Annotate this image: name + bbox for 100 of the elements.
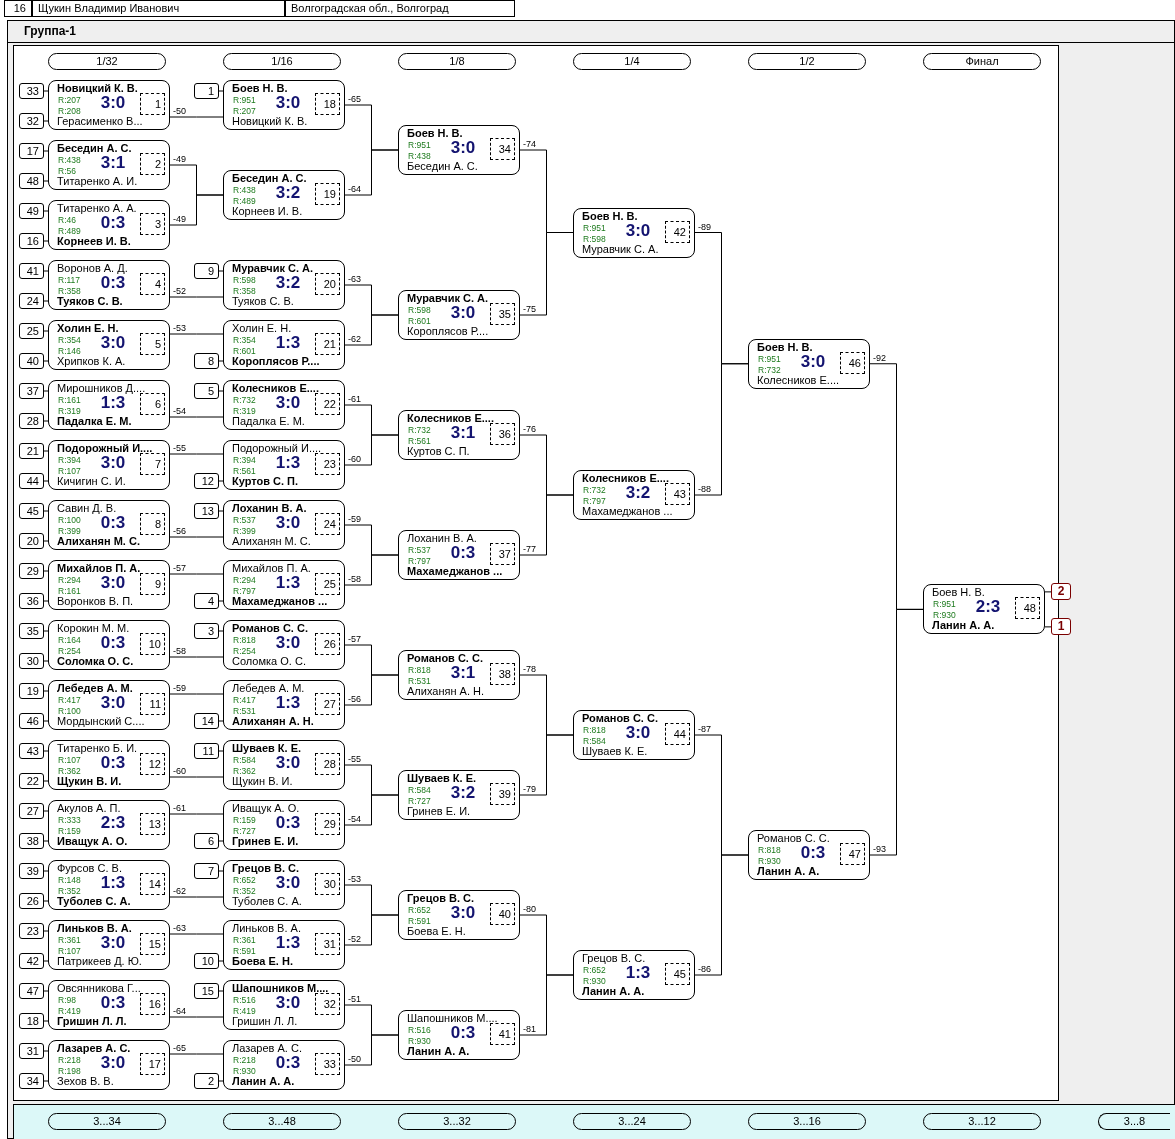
connector-line xyxy=(43,720,49,722)
edge-label: -80 xyxy=(522,904,537,914)
seed-number: 48 xyxy=(19,173,44,189)
connector-line xyxy=(218,960,224,962)
match-card xyxy=(223,440,345,490)
connector-line xyxy=(1044,626,1052,628)
match-score: 3:1 xyxy=(100,153,127,173)
rating-text: R:161 xyxy=(58,586,81,596)
rating-text: R:652 xyxy=(408,905,431,915)
connector-line xyxy=(43,420,49,422)
connector-line xyxy=(43,210,49,212)
match-score: 0:3 xyxy=(100,273,126,293)
match-score: 0:3 xyxy=(449,543,477,563)
match-number: 24 xyxy=(315,513,340,535)
match-score: 0:3 xyxy=(449,1023,477,1043)
connector-line xyxy=(43,990,49,992)
match-number: 1 xyxy=(140,93,165,115)
player-name: Алиханян А. Н. xyxy=(232,715,314,728)
connector-line xyxy=(169,896,224,898)
player-name: Колесников Е.... xyxy=(407,412,494,425)
edge-label: -77 xyxy=(522,544,537,554)
seed-number: 3 xyxy=(194,623,219,639)
player-name: Воронов А. Д. xyxy=(57,262,128,275)
rating-text: R:516 xyxy=(408,1025,431,1035)
match-score: 3:2 xyxy=(275,183,302,203)
player-name: Иващук А. О. xyxy=(232,802,300,815)
player-name: Корнеев И. В. xyxy=(57,235,131,248)
edge-label: -56 xyxy=(347,694,362,704)
player-name: Лоханин В. А. xyxy=(232,502,307,515)
match-card xyxy=(573,950,695,1000)
seed-number: 12 xyxy=(194,473,219,489)
player-name: Иващук А. О. xyxy=(57,835,128,848)
player-name: Титаренко А. И. xyxy=(57,175,138,188)
seed-number: 4 xyxy=(194,593,219,609)
match-score: 3:0 xyxy=(274,513,302,533)
edge-label: -79 xyxy=(522,784,537,794)
seed-number: 38 xyxy=(19,833,44,849)
connector-line xyxy=(43,630,49,632)
match-number: 28 xyxy=(315,753,340,775)
seed-number: 39 xyxy=(19,863,44,879)
connector-line xyxy=(218,510,224,512)
edge-label: -50 xyxy=(347,1054,362,1064)
edge-label: -50 xyxy=(172,106,187,116)
seed-number: 46 xyxy=(19,713,44,729)
edge-label: -49 xyxy=(172,154,187,164)
rating-text: R:598 xyxy=(408,305,431,315)
match-card xyxy=(398,125,520,175)
edge-label: -52 xyxy=(347,934,362,944)
player-name: Холин Е. Н. xyxy=(57,322,119,335)
connector-line xyxy=(218,840,224,842)
edge-label: -51 xyxy=(347,994,362,1004)
player-name: Грецов В. С. xyxy=(582,952,646,965)
seed-number: 31 xyxy=(19,1043,44,1059)
edge-label: -54 xyxy=(347,814,362,824)
edge-label: -75 xyxy=(522,304,537,314)
edge-label: -87 xyxy=(697,724,712,734)
connector-line xyxy=(344,674,399,706)
match-score: 2:3 xyxy=(99,813,127,833)
connector-line xyxy=(344,434,399,466)
player-name: Беседин А. С. xyxy=(407,160,478,173)
connector-line xyxy=(218,1080,224,1082)
match-score: 3:0 xyxy=(275,753,302,773)
connector-line xyxy=(169,1016,224,1018)
match-number: 4 xyxy=(140,273,165,295)
match-card xyxy=(398,410,520,460)
connector-line xyxy=(43,240,49,242)
edge-label: -62 xyxy=(347,334,362,344)
match-card xyxy=(223,500,345,550)
match-card xyxy=(398,530,520,580)
rating-text: R:598 xyxy=(233,275,256,285)
player-name: Михайлов П. А. xyxy=(57,562,141,575)
player-name: Махамеджанов ... xyxy=(232,595,328,608)
match-score: 0:3 xyxy=(100,513,127,533)
place-badge: 2 xyxy=(1051,583,1071,601)
connector-line xyxy=(694,854,749,976)
player-name: Махамеджанов ... xyxy=(407,565,503,578)
seed-number: 49 xyxy=(19,203,44,219)
match-card xyxy=(573,470,695,520)
match-score: 3:2 xyxy=(624,483,652,503)
connector-line xyxy=(1044,591,1052,593)
rating-text: R:419 xyxy=(233,1006,256,1016)
rating-text: R:930 xyxy=(933,610,956,621)
player-name: Беседин А. С. xyxy=(232,172,307,185)
connector-line xyxy=(218,270,224,272)
rating-text: R:601 xyxy=(408,316,431,326)
connector-line xyxy=(43,120,49,122)
player-name: Падалка Е. М. xyxy=(232,415,305,428)
player-name: Беседин А. С. xyxy=(57,142,132,155)
rating-text: R:951 xyxy=(408,140,431,150)
connector-line xyxy=(43,930,49,932)
rating-text: R:146 xyxy=(58,346,81,356)
connector-line xyxy=(43,1050,49,1052)
rating-text: R:930 xyxy=(233,1066,256,1076)
player-name: Лебедев А. М. xyxy=(232,682,305,695)
match-card xyxy=(223,860,345,910)
match-number: 20 xyxy=(315,273,340,295)
match-number: 21 xyxy=(315,333,340,355)
player-name: Махамеджанов ... xyxy=(582,505,673,518)
player-name: Шуваев К. Е. xyxy=(407,772,477,785)
player-name: Грецов В. С. xyxy=(232,862,299,875)
